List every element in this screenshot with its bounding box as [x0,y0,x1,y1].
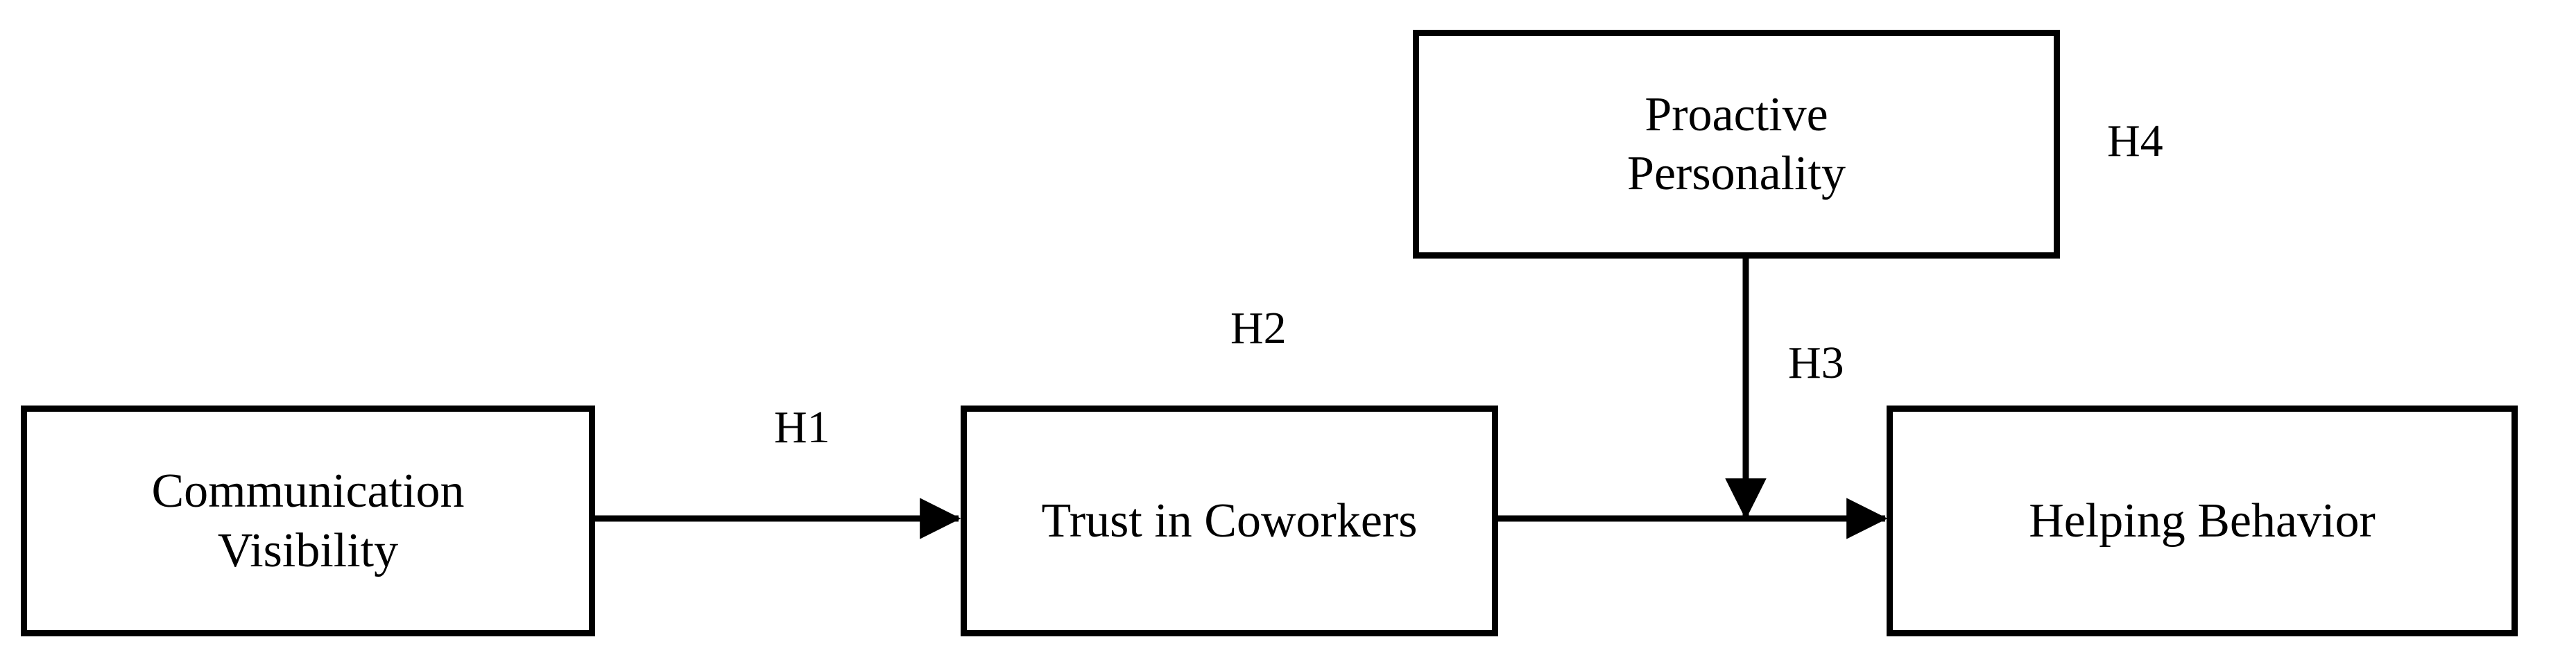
node-label-helping-behavior: Helping Behavior [2029,494,2376,548]
node-communication-visibility[interactable]: Communication Visibility [21,406,595,636]
node-label-proactive-personality: Proactive Personality [1627,87,1846,200]
path-label-h4: H4 [2107,116,2163,166]
path-label-h1: H1 [774,402,830,453]
path-label-h3: H3 [1788,338,1844,388]
node-label-trust-in-coworkers: Trust in Coworkers [1041,494,1418,548]
node-helping-behavior[interactable]: Helping Behavior [1887,406,2518,636]
path-label-h2: H2 [1230,303,1287,354]
node-proactive-personality[interactable]: Proactive Personality [1413,30,2060,259]
node-label-communication-visibility: Communication Visibility [151,464,465,577]
node-trust-in-coworkers[interactable]: Trust in Coworkers [961,406,1498,636]
